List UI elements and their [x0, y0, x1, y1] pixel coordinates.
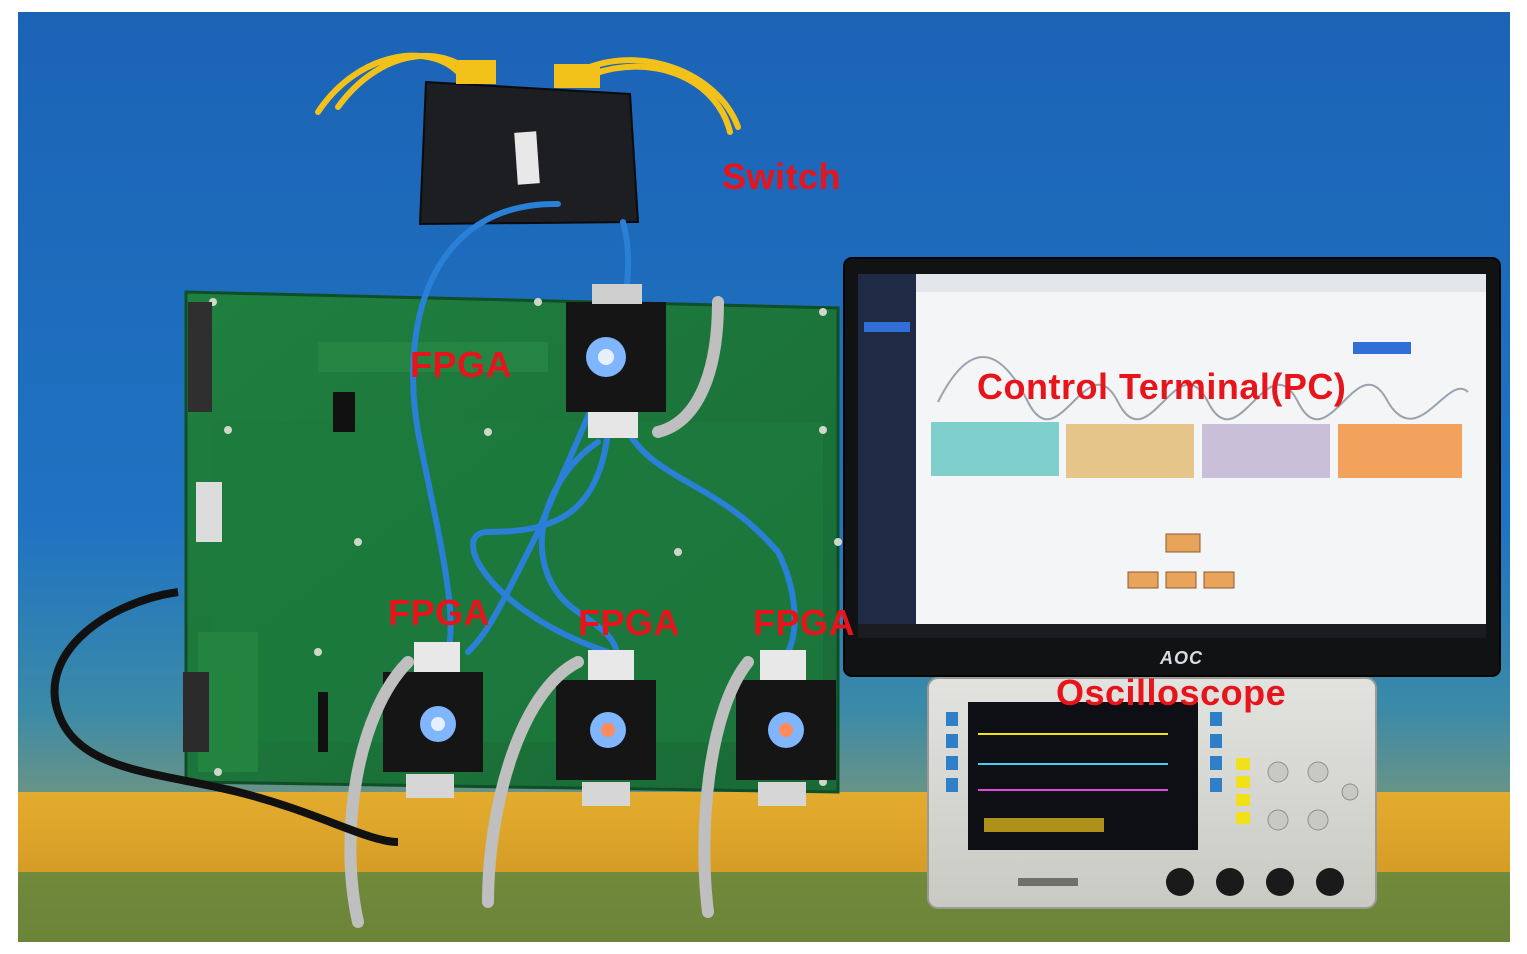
- switch-label: Switch: [722, 156, 842, 197]
- fpga-bottom-right-label: FPGA: [753, 602, 856, 643]
- fpga-module-1: [383, 642, 483, 798]
- oscilloscope: [927, 677, 1377, 909]
- fpga-bottom-left-label: FPGA: [388, 592, 491, 633]
- ethernet-cables: [410, 200, 798, 665]
- monitor: [843, 257, 1501, 677]
- fpga-module-top: [566, 284, 666, 438]
- ribbon-cables: [344, 296, 754, 928]
- network-switch: [315, 52, 741, 226]
- fpga-module-3: [736, 650, 836, 806]
- oscilloscope-label: Oscilloscope: [1056, 672, 1287, 713]
- fpga-module-2: [556, 650, 656, 806]
- pcb-board: [183, 290, 842, 794]
- lab-setup-photo: [18, 12, 1510, 942]
- monitor-brand-logo: AOC: [1160, 648, 1203, 668]
- power-cable: [50, 588, 399, 846]
- fpga-top-label: FPGA: [410, 344, 513, 385]
- fpga-bottom-middle-label: FPGA: [578, 602, 681, 643]
- control-terminal-label: Control Terminal(PC): [977, 366, 1347, 407]
